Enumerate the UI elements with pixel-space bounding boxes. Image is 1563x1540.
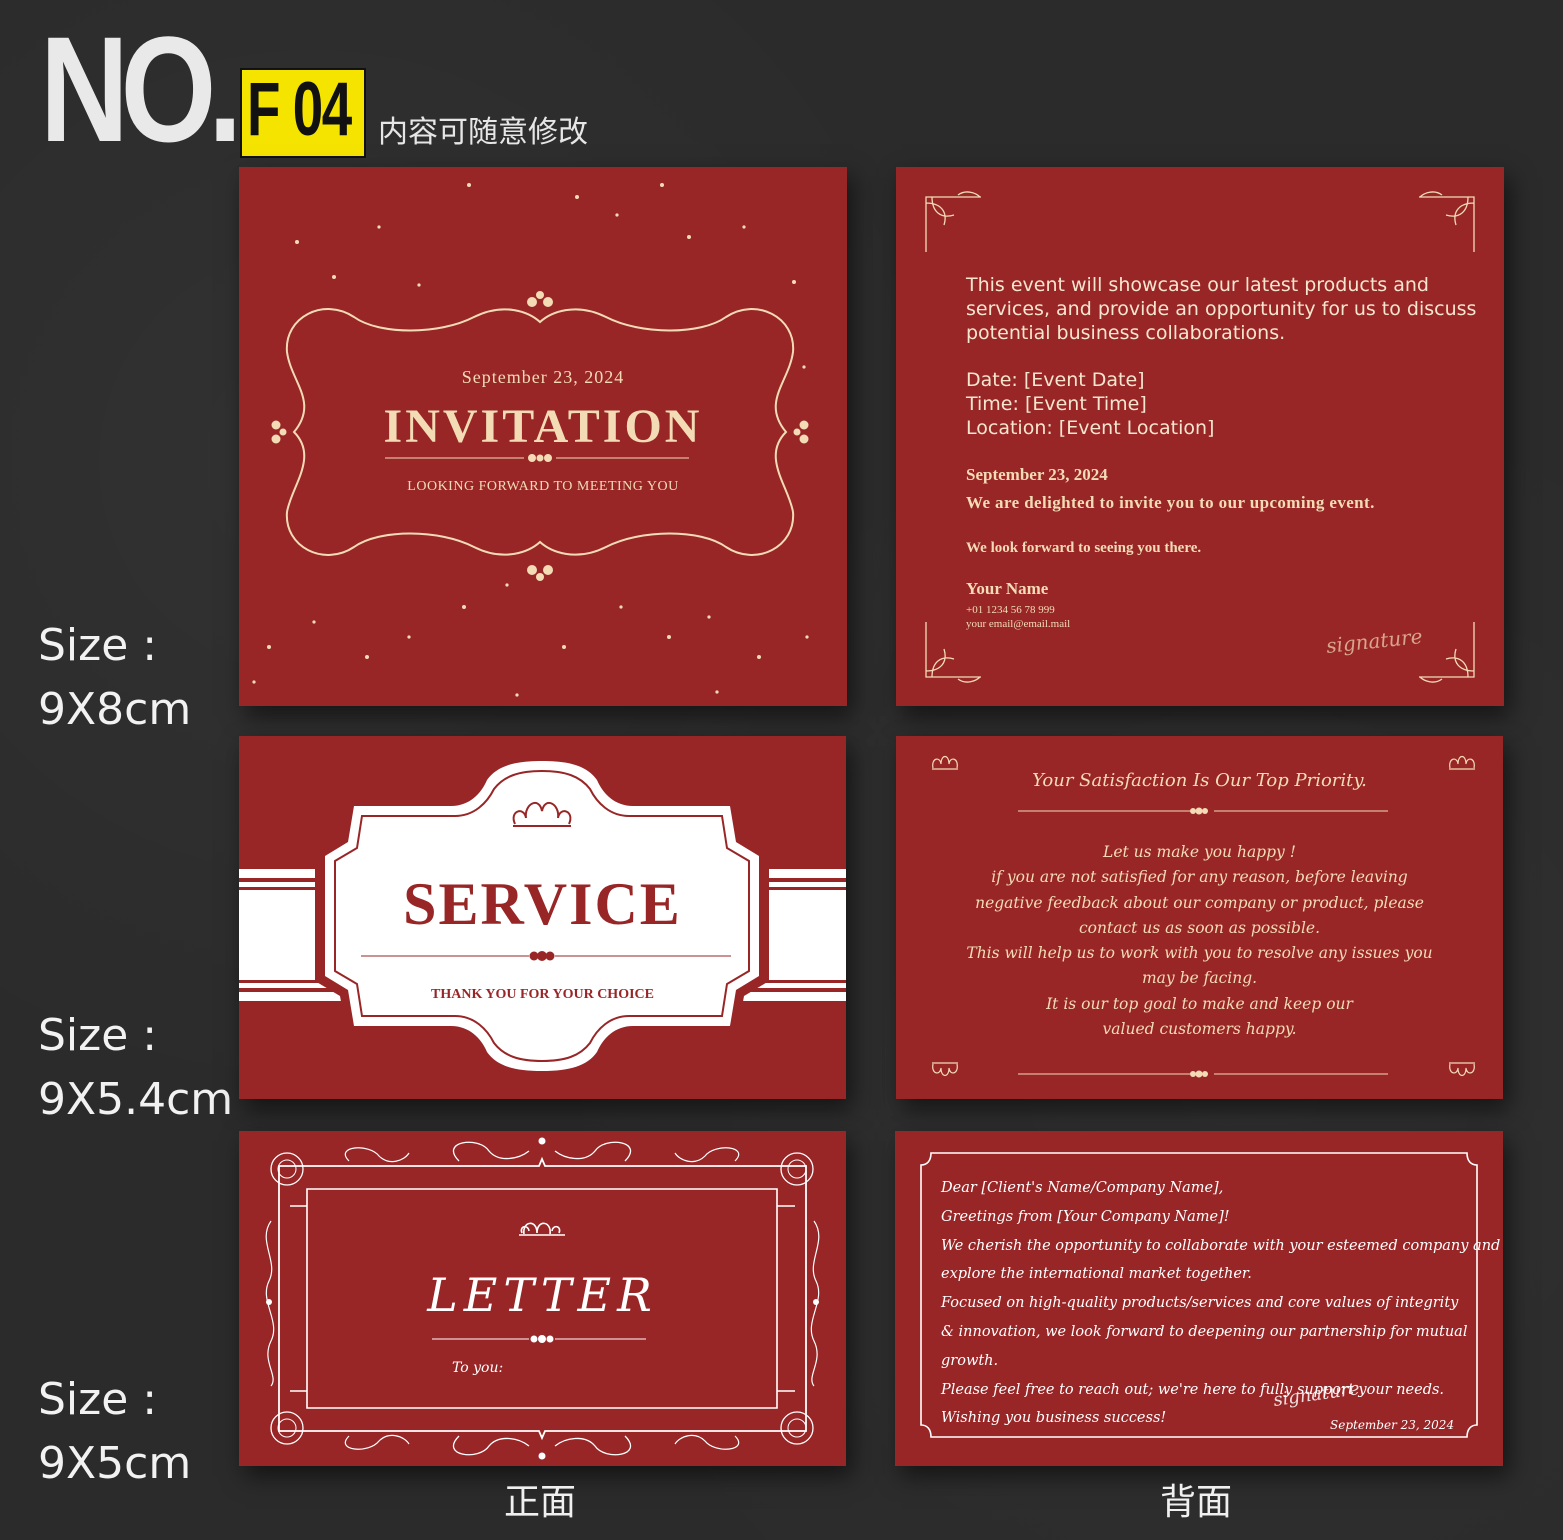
letter-front-card: LETTER To you: (239, 1131, 846, 1466)
service-line-2: if you are not satisfied for any reason,… (991, 868, 1408, 887)
size-label-1: Size : 9X8cm (38, 620, 192, 735)
invitation-back-card: This event will showcase our latest prod… (896, 167, 1504, 706)
letter-line-3: We cherish the opportunity to collaborat… (941, 1237, 1501, 1254)
event-time-line: Time: [Event Time] (966, 393, 1147, 415)
letter-line-7: Please feel free to reach out; we're her… (941, 1381, 1445, 1398)
letter-back-card: Dear [Client's Name/Company Name], Greet… (895, 1131, 1503, 1466)
service-line-1: Let us make you happy ! (1103, 843, 1296, 861)
front-label: 正面 (504, 1482, 577, 1523)
service-line-5: This will help us to work with you to re… (966, 944, 1433, 963)
letter-line-4: explore the international market togethe… (941, 1266, 1252, 1283)
service-line-4: contact us as soon as possible. (1078, 918, 1321, 937)
your-name: Your Name (966, 579, 1049, 598)
event-date-line: Date: [Event Date] (966, 369, 1145, 392)
service-back-ornaments (932, 755, 1475, 1078)
invitation-front-card: September 23, 2024 INVITATION LOOKING FO… (239, 167, 847, 706)
email: your email@email.mail (966, 618, 1071, 630)
service-line-6: may be facing. (1141, 969, 1258, 988)
size-label-2: Size : 9X5.4cm (38, 1010, 234, 1125)
invitation-frame-ornament (252, 183, 809, 697)
service-front-card: SERVICE THANK YOU FOR YOUR CHOICE (239, 736, 846, 1099)
phone: +01 1234 56 78 999 (966, 604, 1055, 616)
service-title: SERVICE (403, 871, 682, 937)
service-subtitle: THANK YOU FOR YOUR CHOICE (431, 987, 654, 1002)
service-heading: Your Satisfaction Is Our Top Priority. (1032, 770, 1367, 791)
invitation-date: September 23, 2024 (461, 367, 625, 387)
service-line-8: valued customers happy. (1102, 1020, 1297, 1039)
code-text: F 04 (247, 67, 352, 152)
size-label-3: Size : 9X5cm (38, 1374, 192, 1489)
invitation-subtitle: LOOKING FORWARD TO MEETING YOU (407, 479, 679, 494)
letter-title: LETTER (427, 1268, 658, 1322)
letter-back-frame (920, 1152, 1478, 1438)
letter-line-6: & innovation, we look forward to deepeni… (941, 1323, 1468, 1369)
letter-line-5: Focused on high-quality products/service… (941, 1295, 1459, 1312)
back-label: 背面 (1160, 1482, 1233, 1523)
service-line-7: It is our top goal to make and keep our (1046, 994, 1353, 1013)
no-label: NO. (40, 5, 242, 173)
closing-line: We look forward to seeing you there. (966, 540, 1202, 556)
event-location-line: Location: [Event Location] (966, 416, 1215, 439)
intro-line-1: This event will showcase our latest prod… (966, 274, 1429, 296)
service-badge-ornament (239, 751, 846, 1081)
intro-line-3: potential business collaborations. (966, 321, 1286, 344)
letter-line-2: Greetings from [Your Company Name]! (941, 1208, 1230, 1225)
invite-line: We are delighted to invite you to our up… (966, 493, 1375, 512)
letter-frame-ornament (265, 1137, 820, 1460)
code-badge (240, 68, 366, 158)
corner-ornaments (925, 191, 1475, 683)
letter-date: September 23, 2024 (1330, 1418, 1455, 1432)
intro-line-2: services, and provide an opportunity for… (966, 297, 1477, 320)
header-subtitle: 内容可随意修改 (378, 115, 588, 150)
letter-to: To you: (452, 1360, 504, 1376)
service-back-card: Your Satisfaction Is Our Top Priority. L… (896, 736, 1503, 1099)
service-line-3: negative feedback about our company or p… (975, 893, 1424, 912)
letter-line-1: Dear [Client's Name/Company Name], (941, 1180, 1224, 1196)
letter-line-8: Wishing you business success! (941, 1410, 1167, 1427)
back-date: September 23, 2024 (966, 465, 1108, 484)
invitation-title: INVITATION (383, 400, 703, 453)
